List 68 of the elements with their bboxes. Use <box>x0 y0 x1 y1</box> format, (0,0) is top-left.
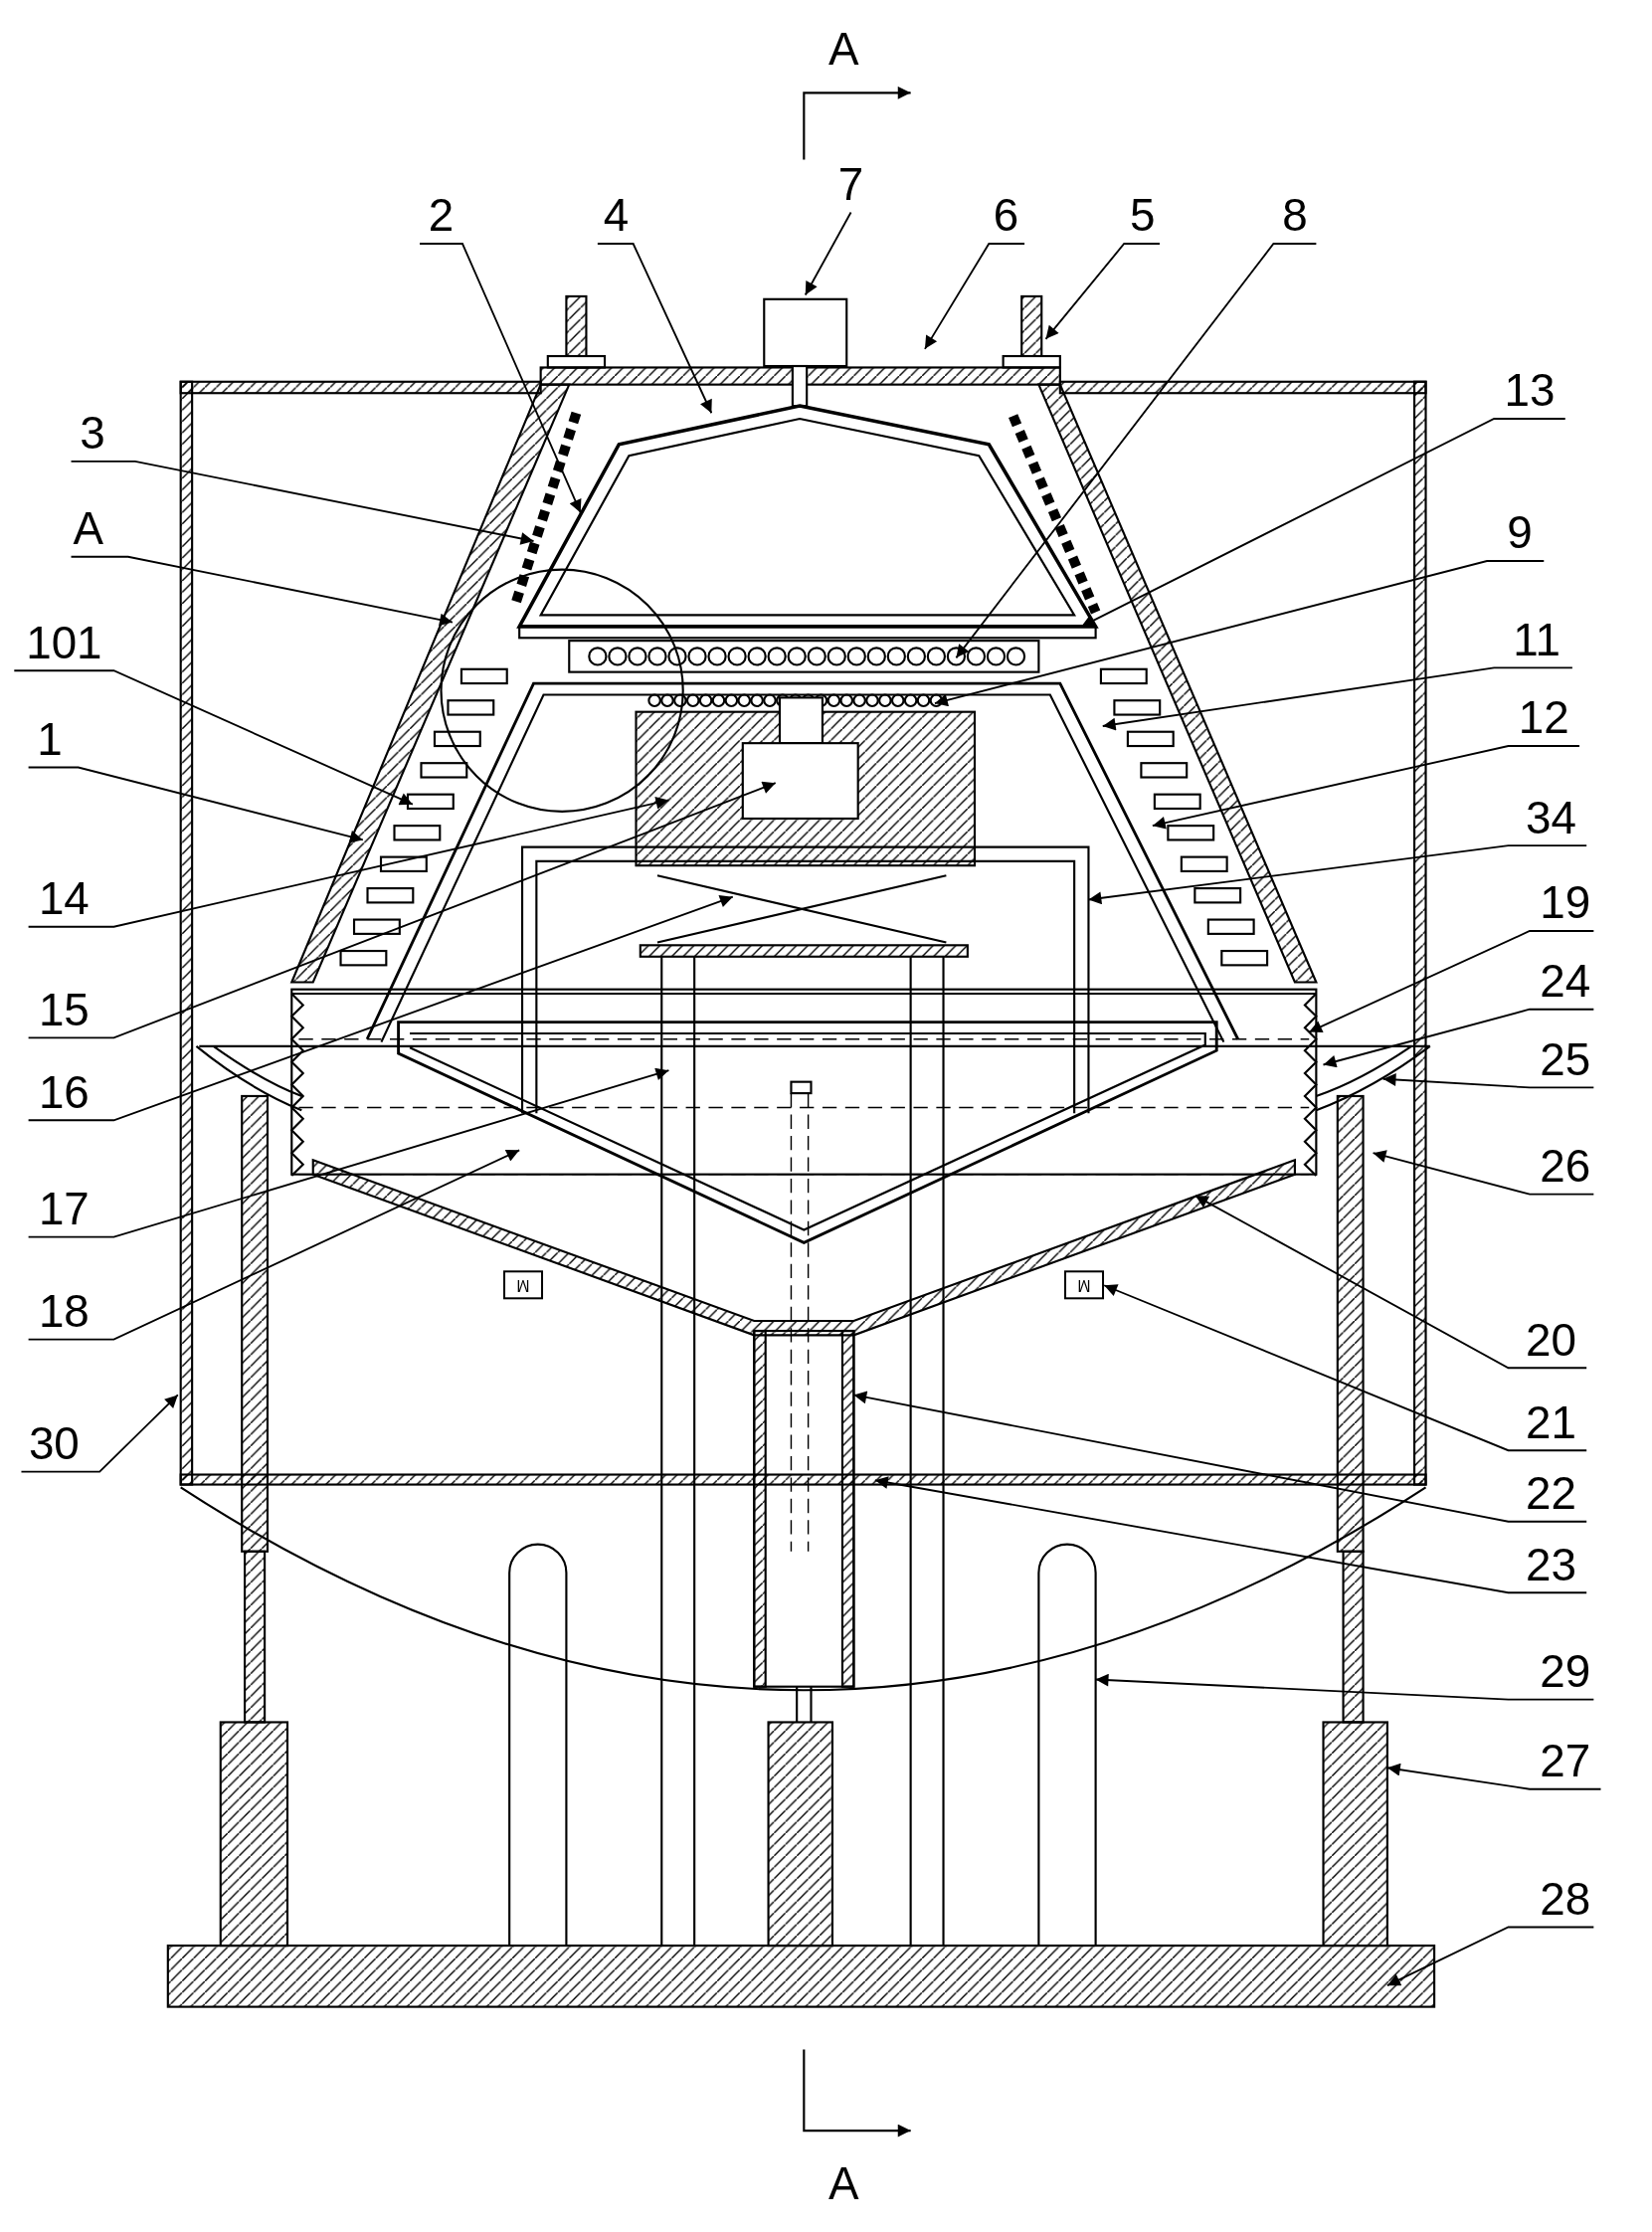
callout-number: 11 <box>1513 617 1560 663</box>
callout-number: A <box>73 506 103 553</box>
callout-number: 13 <box>1504 368 1556 415</box>
leader-line <box>27 797 670 928</box>
leader-line <box>27 781 777 1039</box>
leader-line <box>27 766 364 843</box>
section-letter: A <box>828 2161 859 2207</box>
callout-number: 26 <box>1540 1144 1591 1191</box>
callout-number: 21 <box>1525 1399 1576 1446</box>
callout-number: 25 <box>1540 1036 1591 1083</box>
callout-number: 15 <box>38 987 90 1033</box>
leader-line <box>1372 1150 1595 1196</box>
callout-number: 29 <box>1540 1649 1591 1695</box>
callout-number: 7 <box>837 162 864 208</box>
leader-line <box>873 1476 1588 1594</box>
leader-line <box>70 460 535 545</box>
leader-line <box>1385 1763 1602 1790</box>
callout-number: 14 <box>38 876 90 923</box>
callout-number: 16 <box>38 1069 90 1116</box>
callout-number: 5 <box>1130 193 1156 240</box>
callout-number: 17 <box>38 1187 90 1232</box>
leader-line <box>1101 666 1573 731</box>
callout-number: 27 <box>1540 1739 1591 1785</box>
callout-number: 3 <box>80 411 105 458</box>
section-letter: A <box>828 27 859 73</box>
leader-line <box>1151 745 1580 830</box>
leader-line <box>419 243 582 514</box>
leader-line <box>596 243 713 415</box>
callout-number: 1 <box>37 717 63 763</box>
callout-number: 6 <box>993 193 1019 240</box>
callout-number: 22 <box>1525 1471 1576 1518</box>
callout-number: 12 <box>1518 695 1569 742</box>
leader-line <box>1193 1195 1588 1370</box>
leader-line <box>1094 1673 1595 1701</box>
leader-line <box>852 1391 1588 1523</box>
callout-number: 24 <box>1540 959 1591 1006</box>
leader-line <box>804 211 852 296</box>
leader-line <box>27 1067 670 1238</box>
callout-number: 4 <box>603 193 630 240</box>
leader-line <box>934 560 1546 707</box>
callout-number: 9 <box>1507 510 1533 557</box>
leader-line <box>1322 1008 1595 1068</box>
callout-number: 19 <box>1540 880 1591 927</box>
leader-line <box>70 555 454 627</box>
callout-number: 28 <box>1540 1877 1591 1923</box>
motor-box: M <box>1064 1270 1105 1300</box>
callout-number: 8 <box>1282 193 1308 240</box>
leader-line <box>1080 418 1566 628</box>
leader-line <box>1385 1926 1595 1987</box>
leader-line <box>924 243 1025 350</box>
callout-number: 101 <box>26 620 102 666</box>
leader-line <box>1381 1073 1595 1089</box>
leader-line <box>27 895 734 1122</box>
callout-number: 18 <box>38 1289 90 1335</box>
leader-line <box>1103 1284 1588 1452</box>
leader-line <box>1087 844 1588 905</box>
leader-line <box>13 669 414 806</box>
leader-line <box>1044 243 1161 340</box>
callout-number: 34 <box>1525 795 1576 841</box>
callout-number: 30 <box>28 1421 80 1467</box>
leader-line <box>955 243 1318 659</box>
callout-number: 2 <box>428 193 455 240</box>
leader-line <box>20 1394 179 1473</box>
leader-line <box>27 1149 521 1341</box>
callout-number: 20 <box>1525 1317 1576 1364</box>
motor-box: M <box>503 1270 544 1300</box>
leader-line <box>1308 930 1595 1033</box>
callout-number: 23 <box>1525 1542 1576 1588</box>
